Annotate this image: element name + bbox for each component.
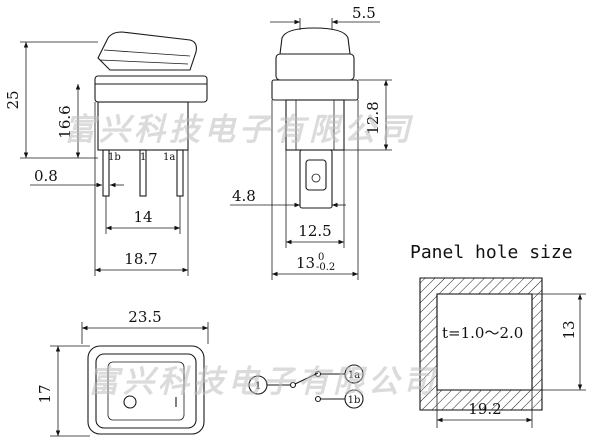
watermark-top: 富兴科技电子有限公司	[64, 112, 414, 148]
pin-1a	[176, 149, 184, 197]
top-outline	[87, 345, 205, 435]
pin-label-1: 1	[140, 152, 146, 163]
panel-title: Panel hole size	[410, 242, 573, 263]
dim-width: 18.7	[124, 250, 157, 268]
side-view: 1b 1 1a 25 16.6 0.8 14 18.7	[4, 31, 208, 276]
dim-inner-width: 12.5	[298, 222, 331, 240]
panel-thickness: t=1.0～2.0	[442, 324, 523, 342]
watermark-bottom: 富兴科技电子有限公司	[88, 364, 438, 400]
panel-dim-height: 13	[560, 320, 578, 339]
schematic: 1 1a 1b	[248, 364, 364, 409]
terminal-1b-label: 1b	[348, 395, 361, 406]
rocker-cap	[97, 31, 197, 71]
dim-terminal-width: 4.8	[232, 187, 256, 205]
panel-hole: Panel hole size t=1.0～2.0 13 19.2	[410, 242, 586, 428]
dim-outer-tol-upper: 0	[318, 252, 324, 263]
terminal-1a-label: 1a	[348, 370, 360, 381]
panel-cutout	[436, 293, 533, 391]
dim-top-height: 17	[36, 384, 54, 403]
terminal-1b-circle	[344, 389, 364, 409]
dim-outer-width: 13	[296, 254, 315, 272]
end-cap	[279, 27, 351, 55]
pin-label-1b: 1b	[108, 152, 121, 163]
top-view: 23.5 17	[36, 308, 209, 437]
switch-body	[94, 75, 208, 103]
dim-pin-spacing: 14	[133, 208, 152, 226]
pin-1	[139, 149, 147, 197]
end-view: 5.5 12.8 4.8 12.5 13 0 -0.2	[230, 4, 392, 280]
terminal-1-label: 1	[255, 381, 261, 392]
dim-top-width: 5.5	[352, 4, 376, 22]
dim-outer-tol-lower: -0.2	[316, 262, 335, 273]
terminal-1a-circle	[344, 364, 364, 384]
dim-top-width-total: 23.5	[128, 308, 161, 326]
end-terminal	[299, 149, 333, 209]
pin-label-1a: 1a	[163, 152, 175, 163]
dim-height-total: 25	[4, 90, 22, 109]
dim-height-body: 16.6	[56, 105, 74, 138]
dim-body-height: 12.8	[364, 101, 382, 134]
dim-pin-width: 0.8	[34, 167, 58, 185]
panel-dim-width: 19.2	[468, 400, 501, 418]
indicator-dot	[123, 395, 137, 409]
